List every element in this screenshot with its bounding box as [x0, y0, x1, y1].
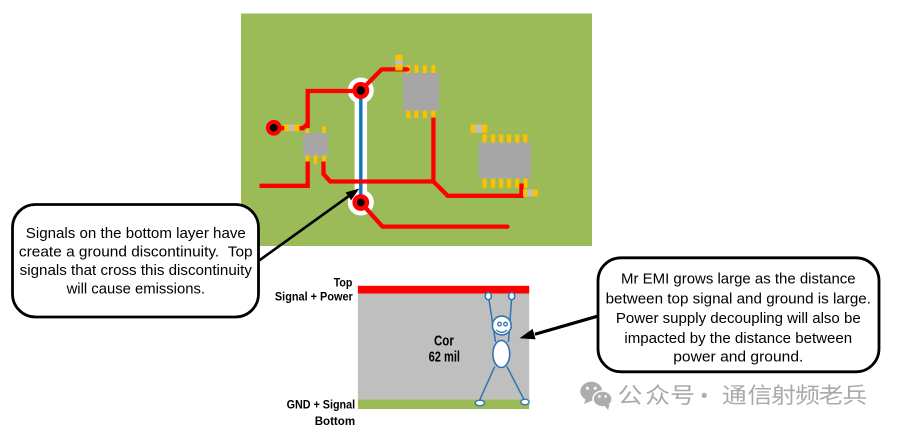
svg-text:create a ground discontinuity.: create a ground discontinuity. Top	[19, 244, 253, 261]
svg-text:impacted by the distance betwe: impacted by the distance between	[624, 330, 852, 347]
svg-text:power and ground.: power and ground.	[673, 349, 803, 366]
svg-text:Top: Top	[334, 275, 353, 289]
svg-text:Signals on the bottom layer ha: Signals on the bottom layer have	[26, 225, 246, 242]
svg-text:signals that cross this discon: signals that cross this discontinuity	[20, 262, 253, 279]
svg-text:Signal + Power: Signal + Power	[275, 290, 353, 304]
svg-text:Cor: Cor	[434, 332, 454, 349]
svg-text:62 mil: 62 mil	[429, 349, 460, 366]
svg-text:Power supply decoupling will a: Power supply decoupling will also be	[616, 310, 861, 327]
svg-text:GND + Signal: GND + Signal	[287, 398, 356, 412]
svg-text:Mr EMI grows large as the dist: Mr EMI grows large as the distance	[621, 271, 856, 288]
svg-text:will cause emissions.: will cause emissions.	[66, 280, 205, 297]
svg-text:Bottom: Bottom	[315, 414, 355, 428]
svg-text:between top signal and ground: between top signal and ground is large.	[606, 290, 871, 307]
